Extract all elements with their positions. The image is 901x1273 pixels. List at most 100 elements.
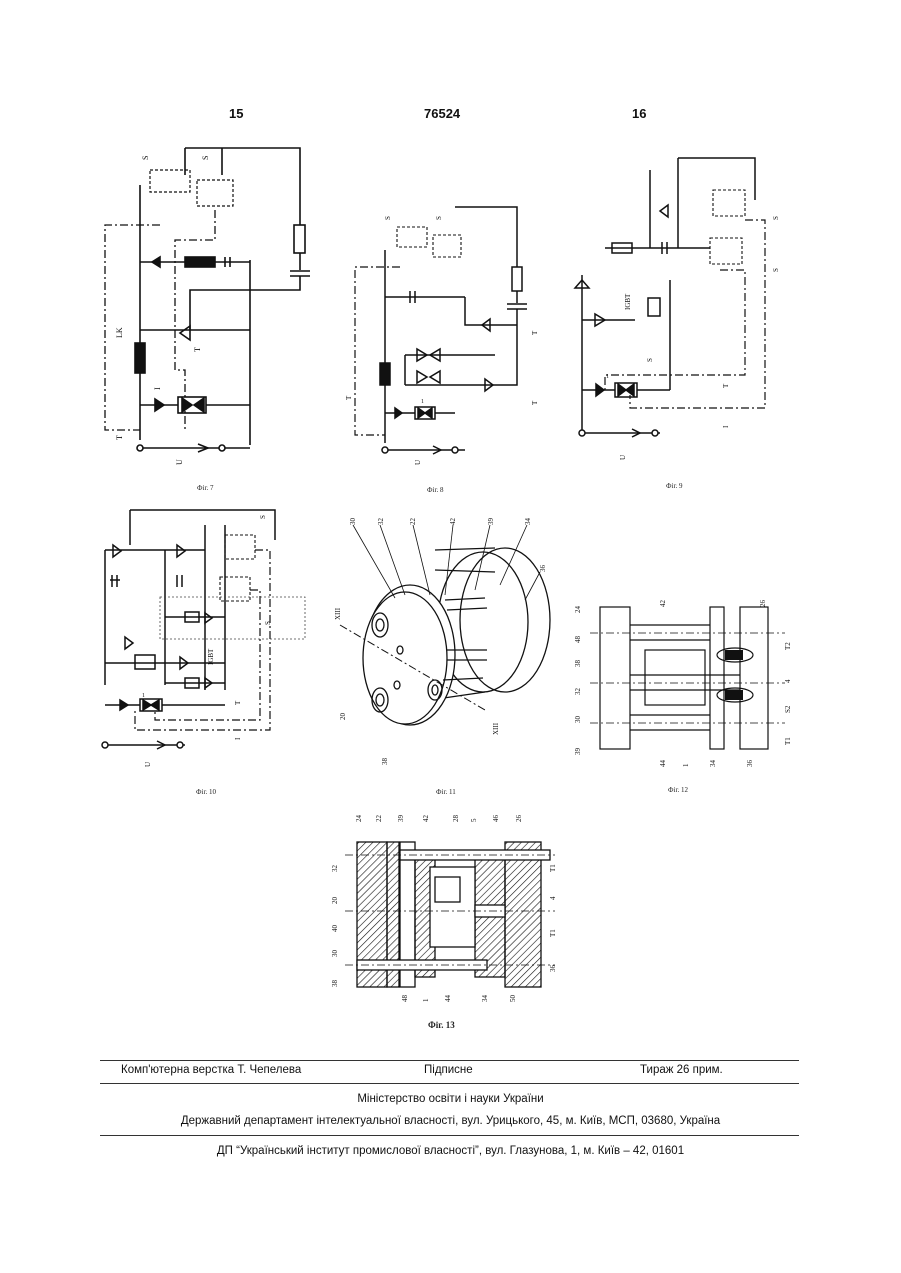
part-label-30: 30 — [331, 950, 339, 958]
institute-address: ДП “Український інститут промислової вла… — [0, 1145, 901, 1157]
label-t: T — [234, 700, 242, 705]
section-mark-xiii-top: XIII — [334, 607, 342, 620]
part-label-20: 20 — [339, 713, 347, 721]
label-one: 1 — [606, 374, 609, 380]
figure-9-circuit-diagram: S S IGBT S T I U 1 — [570, 150, 780, 470]
part-label-26: 26 — [515, 815, 523, 823]
part-label-36: 36 — [549, 965, 557, 973]
department-address: Державний департамент інтелектуальної вл… — [0, 1115, 901, 1127]
part-label-30: 30 — [349, 518, 357, 526]
footer-rule-top — [100, 1060, 799, 1061]
part-label-30: 30 — [574, 716, 582, 724]
part-label-42: 42 — [422, 815, 430, 823]
label-tv: T — [345, 395, 353, 400]
figure-10-circuit-diagram: S S IGBT T I U 1 — [95, 505, 315, 775]
figure-11-perspective-drawing: 30 32 22 42 39 34 36 XIII XIII 20 38 — [335, 510, 560, 780]
part-label-s2: S2 — [784, 705, 792, 713]
label-s2: S — [201, 156, 210, 160]
document-number: 76524 — [424, 106, 460, 121]
part-label-20: 20 — [331, 897, 339, 905]
part-label-26: 26 — [759, 600, 767, 608]
part-label-39: 39 — [574, 748, 582, 756]
part-label-38: 38 — [381, 758, 389, 766]
figure-11-caption: Фіг. 11 — [436, 788, 456, 796]
figure-7-circuit-diagram: S S LK T I T U — [100, 140, 320, 470]
part-label-4: 4 — [784, 679, 792, 683]
part-label-1: 1 — [422, 998, 430, 1002]
figure-13-section-drawing: 24 22 39 42 28 5 46 26 32 T1 20 4 40 T1 … — [325, 812, 565, 1007]
label-s2: S — [435, 216, 443, 220]
part-label-38: 38 — [331, 980, 339, 988]
label-lk: LK — [115, 327, 124, 338]
part-label-34: 34 — [481, 995, 489, 1003]
ministry-name: Міністерство освіти і науки України — [0, 1093, 901, 1105]
label-u: U — [144, 762, 152, 767]
label-iv: I — [722, 425, 730, 428]
part-label-38: 38 — [574, 660, 582, 668]
figure-7-caption: Фіг. 7 — [197, 484, 214, 492]
footer-rule-bottom — [100, 1135, 799, 1136]
part-label-28: 28 — [452, 815, 460, 823]
figure-10-caption: Фіг. 10 — [196, 788, 216, 796]
part-label-t1-top: T1 — [549, 864, 557, 872]
part-label-42: 42 — [449, 518, 457, 526]
label-one: 1 — [142, 693, 145, 699]
part-label-39: 39 — [487, 518, 495, 526]
label-tv: T — [115, 435, 124, 440]
part-label-42: 42 — [659, 600, 667, 608]
part-label-36: 36 — [539, 565, 547, 573]
label-s1: S — [772, 216, 780, 220]
label-u: U — [414, 460, 422, 465]
label-igbt: IGBT — [624, 293, 632, 310]
part-label-50: 50 — [509, 995, 517, 1003]
signed-note: Підписне — [424, 1064, 473, 1076]
part-label-36: 36 — [746, 760, 754, 768]
label-sv: S — [646, 358, 654, 362]
part-label-32: 32 — [574, 688, 582, 696]
figure-9-caption: Фіг. 9 — [666, 482, 683, 490]
part-label-34: 34 — [709, 760, 717, 768]
part-label-24: 24 — [574, 606, 582, 614]
part-label-44: 44 — [659, 760, 667, 768]
figure-13-caption: Фіг. 13 — [428, 1020, 455, 1030]
part-label-5: 5 — [470, 818, 478, 822]
label-t1: T — [531, 330, 539, 335]
label-iv: I — [234, 737, 242, 740]
figure-12-caption: Фіг. 12 — [668, 786, 688, 794]
part-label-t1: T1 — [784, 737, 792, 745]
label-tv: T — [722, 383, 730, 388]
section-mark-xiii-bottom: XIII — [492, 722, 500, 735]
part-label-46: 46 — [492, 815, 500, 823]
print-run: Тираж 26 прим. — [640, 1064, 723, 1076]
part-label-32: 32 — [377, 518, 385, 526]
part-label-40: 40 — [331, 925, 339, 933]
label-s1: S — [141, 156, 150, 160]
part-label-48: 48 — [574, 636, 582, 644]
part-label-34: 34 — [524, 518, 532, 526]
part-label-32: 32 — [331, 865, 339, 873]
typesetting-credit: Комп'ютерна верстка Т. Чепелева — [121, 1064, 301, 1076]
label-u: U — [619, 455, 627, 460]
part-label-t2: T2 — [784, 642, 792, 650]
label-iv: I — [153, 387, 162, 390]
page-number-left: 15 — [229, 106, 243, 121]
footer-rule-middle — [100, 1083, 799, 1084]
part-label-22: 22 — [375, 815, 383, 823]
label-s2: S — [264, 621, 272, 625]
label-t: T — [193, 347, 202, 352]
label-one: 1 — [421, 399, 424, 405]
label-s1: S — [384, 216, 392, 220]
label-s2: S — [772, 268, 780, 272]
part-label-1: 1 — [682, 763, 690, 767]
label-u: U — [175, 459, 184, 465]
part-label-44: 44 — [444, 995, 452, 1003]
label-t2: T — [531, 400, 539, 405]
part-label-t1-bottom: T1 — [549, 929, 557, 937]
part-label-4: 4 — [549, 896, 557, 900]
figure-8-circuit-diagram: S S T T T U 1 — [345, 195, 550, 470]
figure-12-section-drawing: 24 42 26 48 T2 38 4 32 S2 30 T1 39 44 1 … — [570, 595, 795, 770]
part-label-24: 24 — [355, 815, 363, 823]
part-label-48: 48 — [401, 995, 409, 1003]
label-igbt: IGBT — [207, 648, 215, 665]
page-number-right: 16 — [632, 106, 646, 121]
